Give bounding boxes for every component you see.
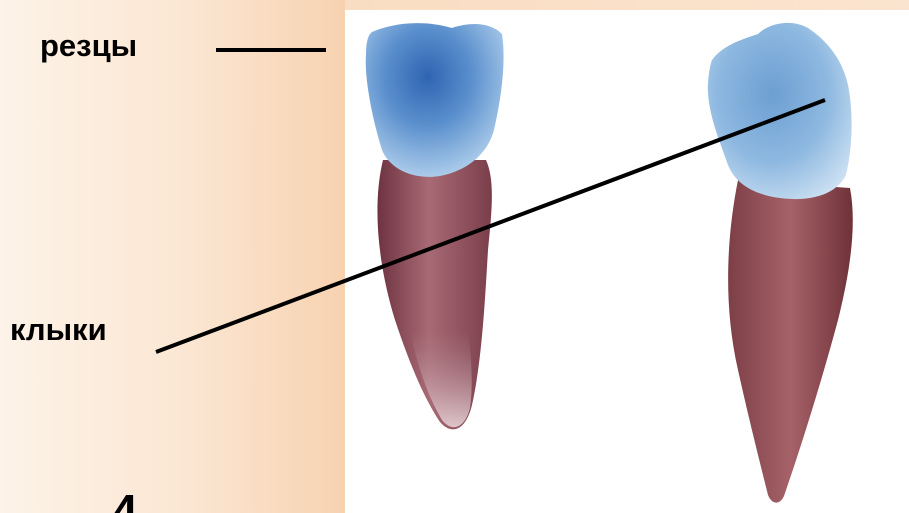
incisor-crown <box>366 23 504 177</box>
incisor-tooth <box>366 23 504 429</box>
canine-tooth <box>708 23 853 503</box>
slide-number-label: 4 <box>112 488 138 513</box>
incisors-label: резцы <box>40 30 137 61</box>
canines-label: клыки <box>10 314 107 345</box>
canine-root <box>728 180 853 503</box>
canine-crown <box>708 23 852 199</box>
